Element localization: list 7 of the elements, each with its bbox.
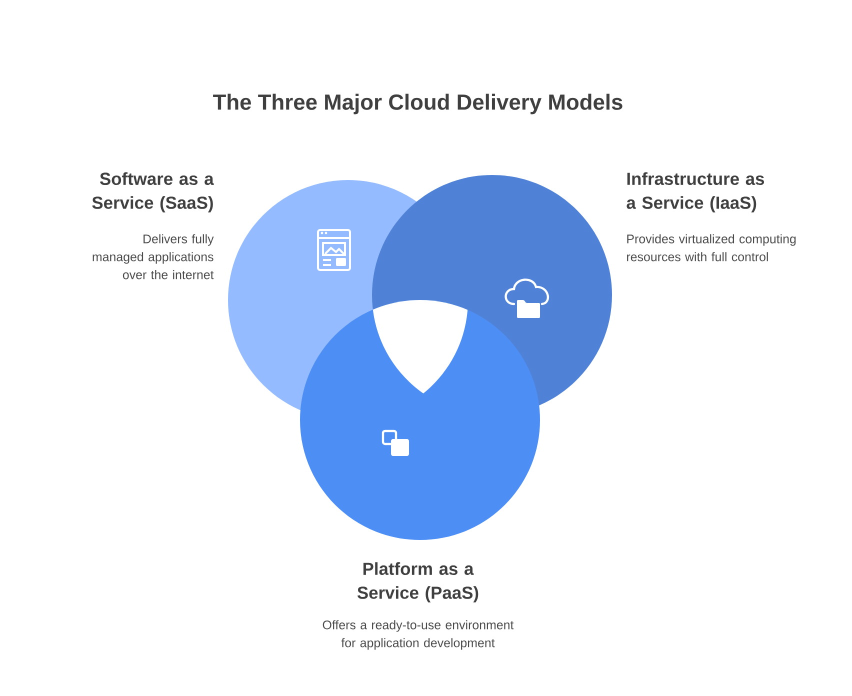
title: The Three Major Cloud Delivery Models [213,94,622,114]
service-description: Offers a ready-to-use environment for application development [322,620,514,650]
service-description: Delivers fully managed applications over the internet [92,234,214,280]
service-heading: Infrastructure as a Service (IaaS) [626,172,764,212]
service-description: Provides virtualized computing resources with full control [627,234,796,262]
service-heading: Software as a Service (SaaS) [92,172,214,212]
service-heading: Platform as a Service (PaaS) [357,562,478,602]
